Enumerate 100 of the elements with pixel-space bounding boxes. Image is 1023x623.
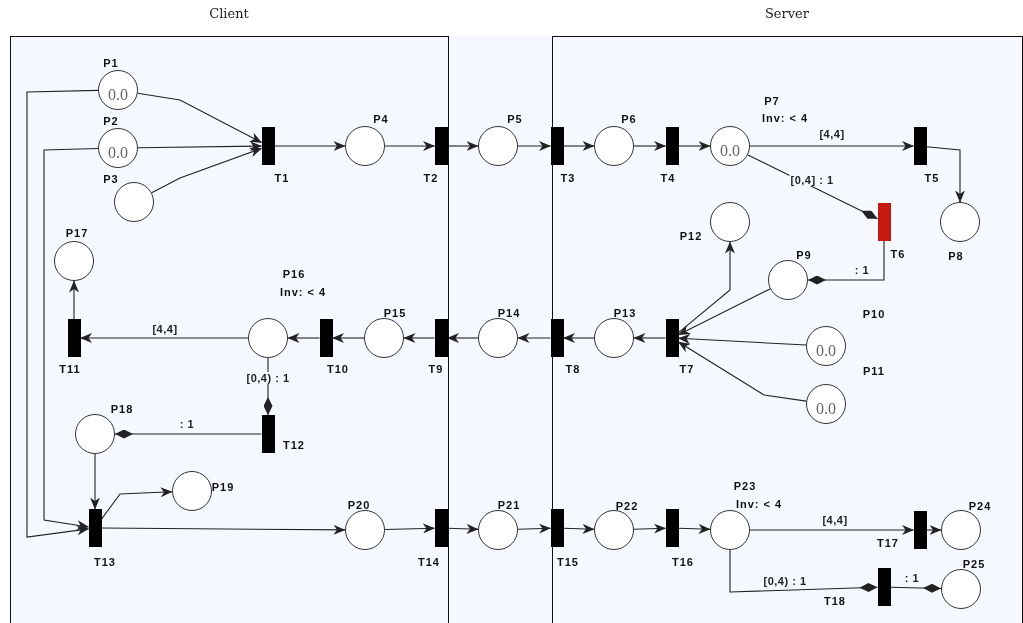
transition-label: T18 — [824, 595, 846, 607]
arc-label: : 1 — [178, 418, 196, 430]
transition-label: T12 — [283, 439, 305, 451]
place-label: P17 — [65, 227, 89, 239]
arc-arrow — [517, 523, 552, 534]
arc-label: : 1 — [903, 572, 921, 584]
place-label: P23 — [733, 480, 757, 492]
arc-arrow — [517, 333, 552, 343]
arc-arrow — [677, 141, 711, 151]
arc-arrow — [287, 333, 321, 343]
arc-label: [0,4) : 1 — [245, 372, 291, 384]
arc-arrow — [562, 141, 595, 151]
transition-label: T1 — [274, 172, 290, 184]
place-label: P3 — [103, 173, 119, 185]
transition-label: T5 — [924, 172, 940, 184]
place-label: P12 — [679, 230, 703, 242]
place-label: P7 — [764, 95, 780, 107]
place-label: P11 — [863, 365, 885, 377]
transition-label: T17 — [877, 537, 899, 549]
place-label: P20 — [347, 499, 371, 511]
transition-label: T11 — [59, 363, 81, 375]
arc-arrow — [384, 523, 436, 534]
arc-arrow — [331, 333, 365, 343]
invariant-label: Inv: < 4 — [279, 286, 327, 298]
arc-arrow — [43, 147, 99, 531]
arc-arrow — [677, 523, 711, 534]
place-label: P6 — [621, 113, 637, 125]
place-label: P8 — [948, 250, 964, 262]
transition-label: T16 — [672, 556, 694, 568]
transition-label: T10 — [327, 363, 349, 375]
transition-label: T3 — [560, 172, 576, 184]
arc-label: [4,4] — [151, 323, 179, 335]
place-label: P4 — [373, 113, 389, 125]
lane-title: Client — [209, 5, 249, 21]
place-label: P9 — [796, 249, 812, 261]
arc-arrow — [79, 333, 249, 343]
transition-label: T9 — [428, 363, 444, 375]
place-label: P22 — [615, 500, 639, 512]
arc-arrow — [273, 141, 346, 151]
place-label: P24 — [968, 500, 992, 512]
arc-arrow — [69, 280, 79, 320]
arc-arrow — [100, 487, 173, 520]
arc-arrow — [677, 341, 807, 402]
arc-label: : 1 — [853, 264, 871, 276]
arc-arrow — [151, 147, 263, 194]
place-label: P19 — [211, 481, 235, 493]
arc-arrow — [446, 141, 479, 151]
transition-label: T14 — [418, 556, 440, 568]
arc-arrow — [633, 141, 667, 151]
arc-arrow — [677, 241, 735, 334]
token-count: 0.0 — [816, 399, 836, 418]
lane-title: Server — [764, 5, 810, 21]
arc-arrow — [925, 525, 942, 535]
place-label: P2 — [103, 115, 119, 127]
place-label: P1 — [103, 57, 119, 69]
arc-arrow — [677, 333, 807, 346]
token-count: 0.0 — [108, 143, 128, 162]
invariant-label: Inv: < 4 — [735, 498, 783, 510]
arc-arrow — [446, 523, 479, 534]
arc-arrow — [562, 333, 595, 343]
arc-arrow — [633, 333, 667, 343]
arc-label: [4,4] — [818, 128, 846, 140]
arc-label: [4,4] — [821, 514, 849, 526]
place-label: P5 — [507, 113, 523, 125]
arc-label: [0,4) : 1 — [762, 575, 808, 587]
token-count: 0.0 — [816, 341, 836, 360]
arc-arrow — [100, 524, 346, 535]
arc-arrow — [403, 333, 436, 343]
arc-arrow — [137, 141, 263, 152]
arc-arrow — [517, 141, 552, 151]
arc-arrow — [925, 146, 965, 203]
arc-arrow — [749, 525, 915, 535]
place-label: P18 — [110, 403, 134, 415]
place-label: P21 — [497, 499, 521, 511]
invariant-label: Inv: < 4 — [761, 112, 809, 124]
place-label: P16 — [282, 268, 306, 280]
arc-arrow — [446, 333, 479, 343]
transition-label: T7 — [679, 363, 695, 375]
transition-label: T8 — [565, 363, 581, 375]
place-label: P14 — [497, 307, 521, 319]
arc-arrow — [90, 453, 100, 510]
place-label: P13 — [613, 307, 637, 319]
place-label: P25 — [962, 558, 986, 570]
arc-label: [0,4] : 1 — [789, 174, 835, 186]
transition-label: T13 — [94, 556, 116, 568]
arc-arrow — [137, 92, 263, 144]
transition-label: T2 — [423, 172, 439, 184]
place-label: P15 — [383, 307, 407, 319]
arc-arrow — [633, 523, 667, 534]
place-label: P10 — [862, 308, 886, 320]
arc-arrow — [26, 89, 99, 538]
arc-arrow — [384, 141, 436, 151]
token-count: 0.0 — [108, 85, 128, 104]
arc-arrow — [677, 288, 771, 336]
transition-label: T15 — [557, 556, 579, 568]
transition-label: T4 — [660, 172, 676, 184]
arc-arrow — [749, 141, 915, 151]
arc-arrow — [562, 523, 595, 534]
transition-label: T6 — [890, 248, 906, 260]
token-count: 0.0 — [720, 141, 740, 160]
